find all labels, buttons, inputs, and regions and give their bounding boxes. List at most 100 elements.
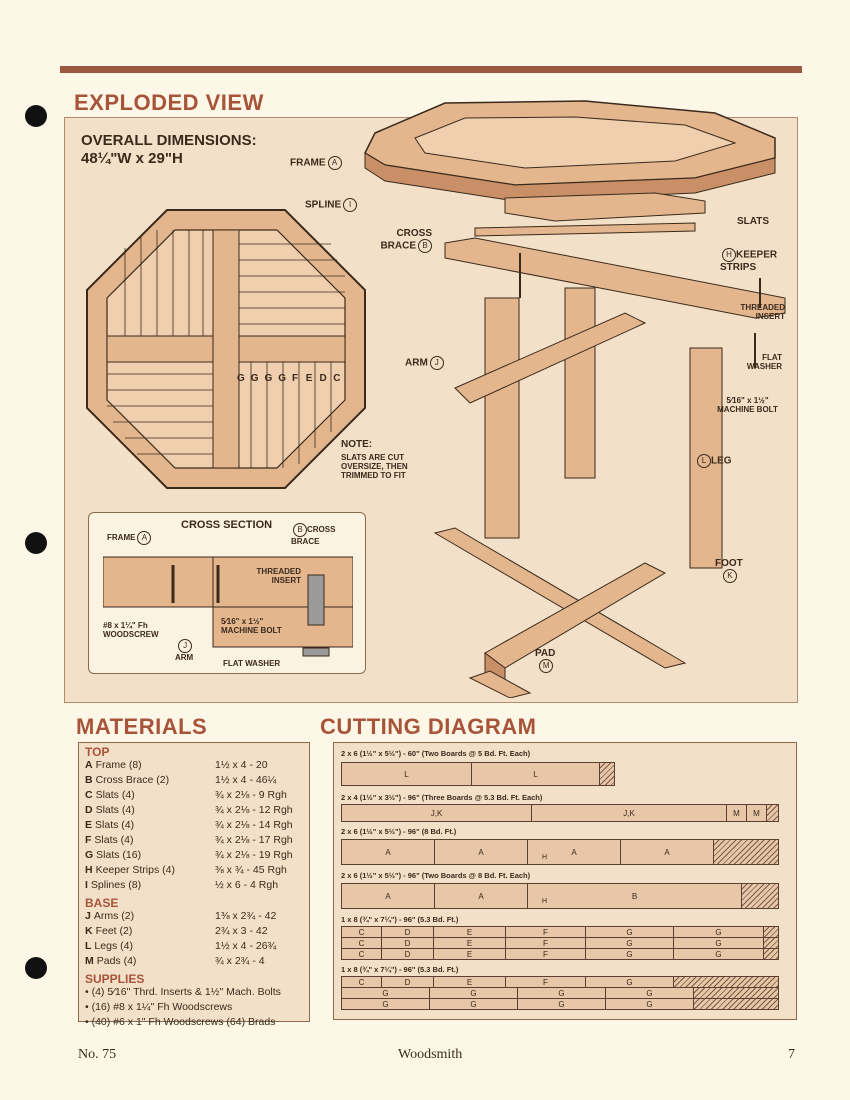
board-piece: A xyxy=(528,840,621,864)
board-rip: G G G G xyxy=(341,998,779,1010)
board-piece: G xyxy=(586,927,674,937)
board-piece: A xyxy=(621,840,714,864)
board-piece: F xyxy=(506,927,586,937)
slat-letter: G xyxy=(250,373,259,384)
slat-letter: F xyxy=(292,373,299,384)
board-piece: G xyxy=(674,949,764,959)
board-piece: M xyxy=(747,805,767,821)
top-section-title: TOP xyxy=(85,745,110,759)
board-piece: G xyxy=(518,988,606,998)
board-piece: E xyxy=(434,949,506,959)
board-piece: G xyxy=(606,988,694,998)
board-piece: E xyxy=(434,938,506,948)
board-piece: F xyxy=(506,938,586,948)
binder-hole xyxy=(25,957,47,979)
slat-letter: G xyxy=(264,373,273,384)
waste-area xyxy=(764,927,778,937)
base-section-title: BASE xyxy=(85,896,119,910)
board-piece: D xyxy=(382,938,434,948)
note-body: SLATS ARE CUT OVERSIZE, THEN TRIMMED TO … xyxy=(341,453,408,480)
note-title: NOTE: xyxy=(341,439,373,450)
waste-area xyxy=(714,840,778,864)
board: L L xyxy=(341,762,615,786)
board-piece: E xyxy=(434,977,506,987)
board: C D E F G G G G G G G G G xyxy=(341,976,779,1010)
supplies-section-title: SUPPLIES xyxy=(85,972,145,986)
cutting-diagram-box: 2 x 6 (1½" x 5½") - 60" (Two Boards @ 5 … xyxy=(333,742,797,1020)
board-piece: G xyxy=(586,938,674,948)
board-piece: G xyxy=(430,999,518,1009)
label-machine-bolt: 5⁄16" x 1½" MACHINE BOLT xyxy=(717,396,778,414)
exploded-view-title: EXPLODED VIEW xyxy=(74,90,264,115)
keeper-strip-mark: H xyxy=(542,854,548,861)
board-piece: G xyxy=(518,999,606,1009)
supply-item: • (16) #8 x 1¼" Fh Woodscrews xyxy=(85,1001,233,1013)
board: A A B H xyxy=(341,883,779,909)
slat-letter-row: G G G G F E D C xyxy=(237,373,347,384)
waste-area xyxy=(764,938,778,948)
board-piece: A xyxy=(342,884,435,908)
cutting-diagram-title: CUTTING DIAGRAM xyxy=(320,714,537,739)
dims-value: 48¼"W x 29"H xyxy=(81,150,183,167)
supply-item: • (40) #6 x 1" Fh Woodscrews (64) Brads xyxy=(85,1016,276,1028)
cs-insert-label: THREADED INSERT xyxy=(256,567,301,585)
board-piece: C xyxy=(342,977,382,987)
cs-bolt-label: 5⁄16" x 1½" MACHINE BOLT xyxy=(221,617,282,635)
board-piece: C xyxy=(342,927,382,937)
board-piece: A xyxy=(435,884,528,908)
cross-section-drawing xyxy=(103,556,353,657)
board-heading: 1 x 8 (¾" x 7¼") - 96" (5.3 Bd. Ft.) xyxy=(341,965,459,974)
board-rip: C D E F G G xyxy=(341,948,779,960)
slat-letter: G xyxy=(237,373,245,384)
binder-hole xyxy=(25,105,47,127)
slat-letter: C xyxy=(333,373,341,384)
board-piece: G xyxy=(586,977,674,987)
cross-section-title: CROSS SECTION xyxy=(181,519,273,531)
board-heading: 2 x 6 (1½" x 5½") - 60" (Two Boards @ 5 … xyxy=(341,749,531,758)
issue-number: No. 75 xyxy=(78,1047,117,1062)
board-piece: A xyxy=(342,840,435,864)
top-rule xyxy=(60,66,802,73)
board: A A A A H xyxy=(341,839,779,865)
materials-title: MATERIALS xyxy=(76,714,208,739)
board-piece: G xyxy=(342,999,430,1009)
slat-letter: E xyxy=(305,373,313,384)
tabletop-top-view xyxy=(86,209,366,489)
waste-area xyxy=(767,805,778,821)
board-piece: D xyxy=(382,927,434,937)
waste-area xyxy=(742,884,778,908)
board: C D E F G G C D E F G G C D E F G G xyxy=(341,926,779,960)
dims-title: OVERALL DIMENSIONS: xyxy=(81,132,257,149)
cs-washer-label: FLAT WASHER xyxy=(223,659,281,668)
board-piece: J,K xyxy=(532,805,727,821)
board-piece: D xyxy=(382,977,434,987)
board-piece: L xyxy=(472,763,600,785)
board-piece: G xyxy=(342,988,430,998)
board-heading: 2 x 6 (1½" x 5½") - 96" (Two Boards @ 8 … xyxy=(341,871,531,880)
board-piece: D xyxy=(382,949,434,959)
board-piece: J,K xyxy=(342,805,532,821)
waste-area xyxy=(694,999,778,1009)
page-number: 7 xyxy=(788,1047,795,1062)
slat-letter: G xyxy=(278,373,287,384)
